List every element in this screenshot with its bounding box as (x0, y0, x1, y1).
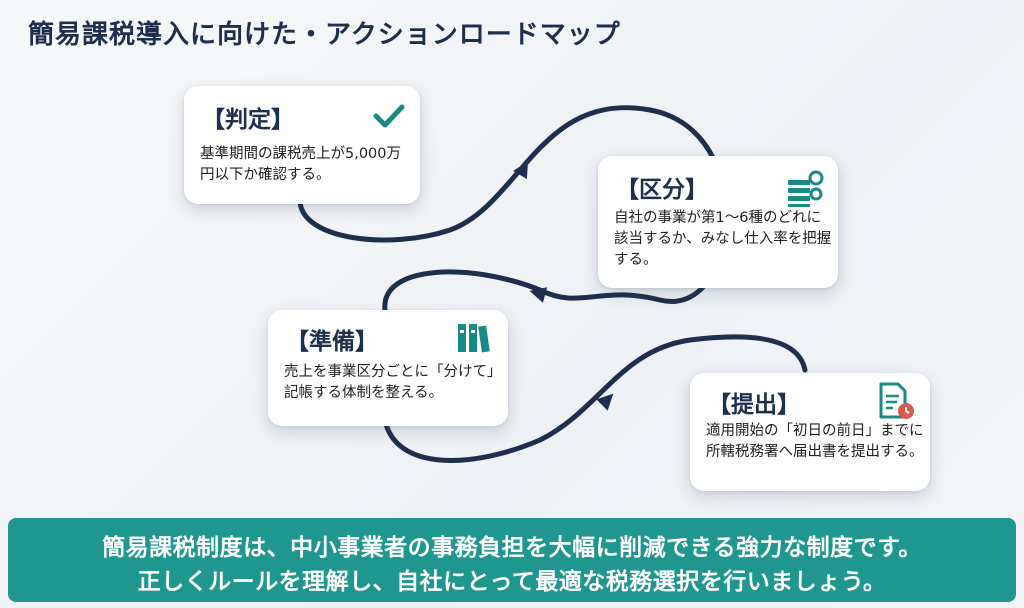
stack-gear-icon (786, 168, 828, 212)
flow-arrow (529, 287, 548, 303)
step-heading: 【判定】 (202, 107, 294, 133)
flow-arrow (596, 393, 614, 411)
step-text: 自社の事業が第1～6種のどれに該当するか、みなし仕入率を把握する。 (614, 210, 832, 268)
banner-line-2: 正しくルールを理解し、自社にとって最適な税務選択を行いましょう。 (137, 569, 887, 595)
step-card-classification: 【区分】 自社の事業が第1～6種のどれに該当するか、みなし仕入率を把握する。 (598, 156, 838, 288)
step-heading: 【提出】 (708, 392, 800, 418)
step-card-judgement: 【判定】 基準期間の課税売上が5,000万円以下か確認する。 (184, 86, 420, 204)
step-heading: 【準備】 (286, 329, 378, 355)
binders-icon (456, 322, 496, 358)
page-title: 簡易課税導入に向けた・アクションロードマップ (28, 20, 621, 50)
flow-line (382, 334, 808, 463)
step-text: 売上を事業区分ごとに「分けて」記帳する体制を整える。 (284, 364, 502, 401)
document-clock-icon (876, 381, 916, 425)
flow-arrow (513, 161, 528, 179)
banner-line-1: 簡易課税制度は、中小事業者の事務負担を大幅に削減できる強力な制度です。 (102, 535, 922, 561)
step-card-preparation: 【準備】 売上を事業区分ごとに「分けて」記帳する体制を整える。 (268, 310, 508, 426)
summary-banner: 簡易課税制度は、中小事業者の事務負担を大幅に削減できる強力な制度です。 正しくル… (8, 518, 1016, 602)
step-heading: 【区分】 (616, 177, 708, 203)
step-text: 適用開始の「初日の前日」までに所轄税務署へ届出書を提出する。 (706, 423, 924, 460)
step-card-submission: 【提出】 適用開始の「初日の前日」までに所轄税務署へ届出書を提出する。 (690, 373, 930, 491)
check-icon (372, 102, 406, 134)
step-text: 基準期間の課税売上が5,000万円以下か確認する。 (200, 146, 402, 183)
